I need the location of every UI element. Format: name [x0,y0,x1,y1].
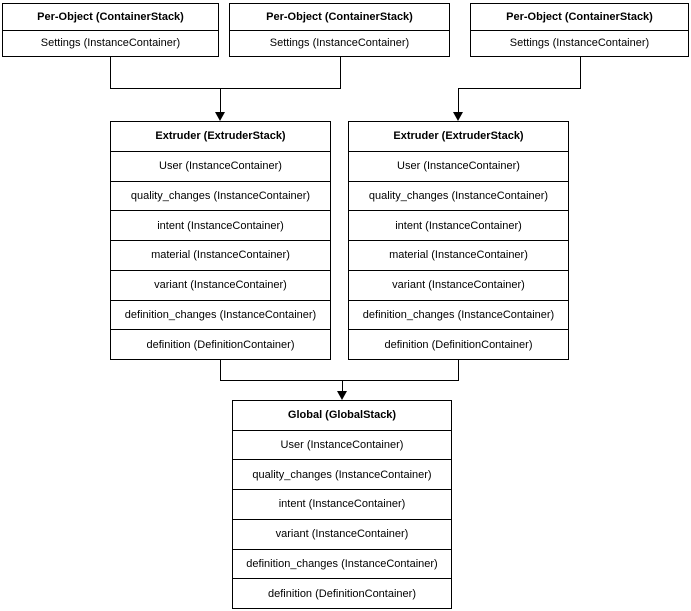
connector-line [220,380,459,381]
arrowhead-down-icon [337,391,347,400]
container-row: quality_changes (InstanceContainer) [111,180,330,211]
extruder-stack-2: Extruder (ExtruderStack) User (InstanceC… [348,121,569,360]
per-object-stack-1: Per-Object (ContainerStack) Settings (In… [2,3,219,57]
per-object-stack-3: Per-Object (ContainerStack) Settings (In… [470,3,689,57]
arrowhead-down-icon [453,112,463,121]
container-row: Settings (InstanceContainer) [3,29,218,57]
container-row: User (InstanceContainer) [349,150,568,181]
container-row: quality_changes (InstanceContainer) [233,459,451,489]
extruder-stack-1: Extruder (ExtruderStack) User (InstanceC… [110,121,331,360]
stack-title: Extruder (ExtruderStack) [393,130,524,143]
container-row: definition (DefinitionContainer) [233,578,451,608]
container-row: definition (DefinitionContainer) [111,329,330,359]
stack-title: Extruder (ExtruderStack) [155,130,286,143]
stack-title: Per-Object (ContainerStack) [37,10,184,23]
connector-line [458,88,581,89]
container-row: intent (InstanceContainer) [349,210,568,240]
stack-title: Per-Object (ContainerStack) [266,10,413,23]
connector-line [458,88,459,113]
per-object-stack-2: Per-Object (ContainerStack) Settings (In… [229,3,450,57]
container-row: material (InstanceContainer) [111,240,330,270]
connector-line [458,360,459,380]
connector-line [220,88,221,113]
container-row: intent (InstanceContainer) [233,489,451,519]
connector-line [220,360,221,380]
container-row: definition_changes (InstanceContainer) [233,548,451,579]
connector-line [342,380,343,392]
global-stack: Global (GlobalStack) User (InstanceConta… [232,400,452,609]
container-row: definition_changes (InstanceContainer) [349,299,568,330]
container-row: User (InstanceContainer) [111,150,330,181]
connector-line [110,88,341,89]
container-row: variant (InstanceContainer) [111,269,330,300]
container-row: intent (InstanceContainer) [111,210,330,240]
arrowhead-down-icon [215,112,225,121]
stack-title: Per-Object (ContainerStack) [506,10,653,23]
container-row: variant (InstanceContainer) [349,269,568,300]
connector-line [110,57,111,88]
connector-line [340,57,341,88]
connector-line [580,57,581,88]
container-row: quality_changes (InstanceContainer) [349,180,568,211]
container-row: User (InstanceContainer) [233,429,451,460]
container-row: definition (DefinitionContainer) [349,329,568,359]
container-row: variant (InstanceContainer) [233,518,451,549]
container-row: material (InstanceContainer) [349,240,568,270]
container-row: definition_changes (InstanceContainer) [111,299,330,330]
container-row: Settings (InstanceContainer) [230,29,449,57]
container-row: Settings (InstanceContainer) [471,29,688,57]
stack-title: Global (GlobalStack) [287,409,397,422]
